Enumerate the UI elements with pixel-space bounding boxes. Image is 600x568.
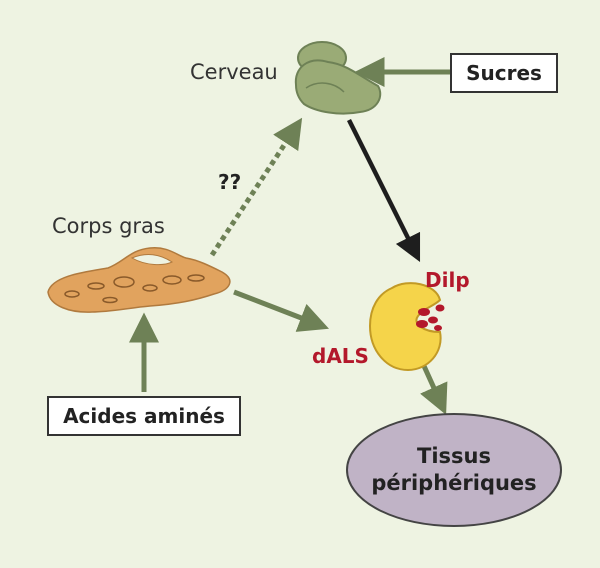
brain-icon — [294, 41, 382, 115]
label-cerveau: Cerveau — [190, 60, 278, 84]
box-acides-amines: Acides aminés — [47, 396, 241, 436]
label-tissus-line2: périphériques — [371, 471, 537, 495]
tissus-peripheriques: Tissus périphériques — [347, 414, 561, 526]
arrow-cerveau-to-dilp — [346, 118, 421, 263]
label-dilp: Dilp — [425, 268, 470, 292]
label-sucres: Sucres — [466, 61, 542, 85]
box-sucres: Sucres — [450, 53, 558, 93]
fat-body-icon — [47, 247, 231, 313]
label-dals: dALS — [312, 344, 369, 368]
label-unknown: ?? — [218, 170, 242, 194]
label-acides-amines: Acides aminés — [63, 404, 225, 428]
dals-icon — [368, 282, 442, 372]
label-tissus-line1: Tissus — [417, 443, 491, 468]
tissus-peripheriques-ellipse — [346, 413, 562, 527]
dilp-molecules-icon — [416, 304, 445, 331]
arrow-corpsgras-to-dals — [233, 289, 329, 332]
label-corps-gras: Corps gras — [52, 214, 165, 238]
arrow-corpsgras-to-cerveau-dotted — [209, 117, 303, 257]
arrow-dals-to-tissus — [420, 364, 448, 415]
